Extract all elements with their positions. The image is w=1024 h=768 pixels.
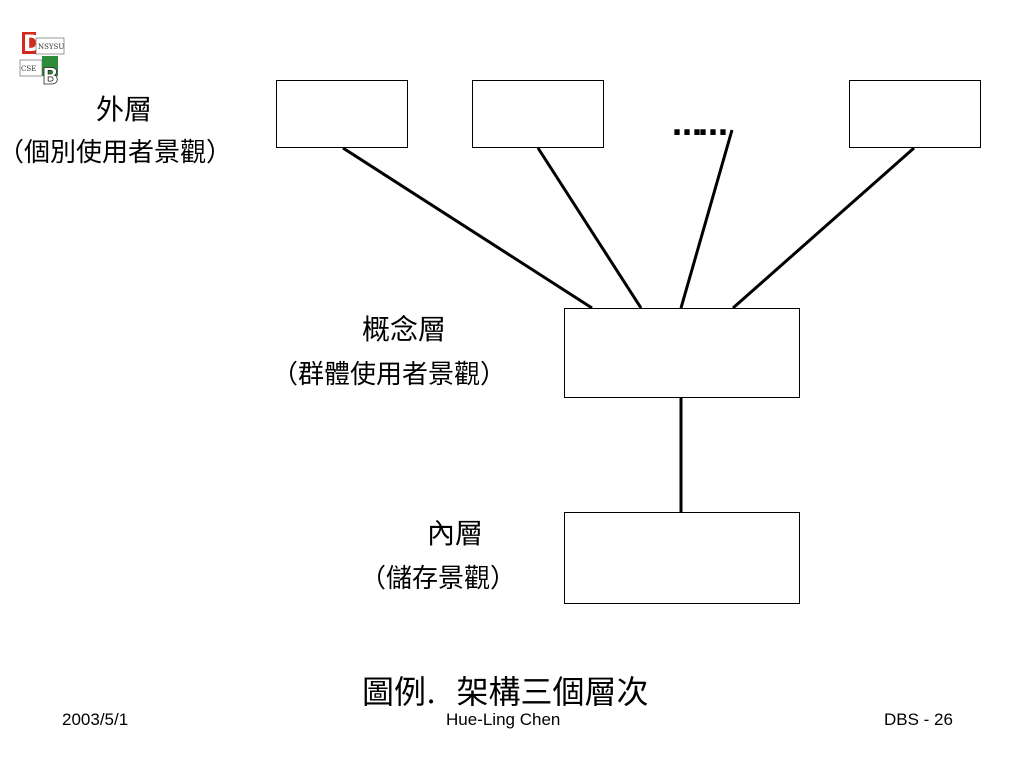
external-view-box-1 (276, 80, 408, 148)
logo-letter-b: B (42, 65, 59, 86)
external-view-box-n (849, 80, 981, 148)
connector-external4-to-conceptual (732, 146, 915, 310)
external-layer-title: 外層 (96, 93, 153, 126)
internal-layer-title: 內層 (427, 517, 484, 550)
internal-layer-subtitle: （儲存景觀） (360, 564, 517, 594)
internal-view-box (564, 512, 800, 604)
footer-page-number: DBS - 26 (884, 710, 953, 729)
external-view-box-2 (472, 80, 604, 148)
nsysu-cse-dbs-logo: D NSYSU CSE B (19, 32, 64, 86)
footer-author: Hue-Ling Chen (446, 710, 561, 729)
logo-text-nsysu: NSYSU (38, 43, 64, 51)
more-views-ellipsis: …… (672, 108, 728, 143)
connector-external2-to-conceptual (536, 147, 643, 309)
connector-ellipsis-to-conceptual (679, 129, 734, 309)
connector-external1-to-conceptual (342, 146, 593, 310)
figure-caption: 圖例. 架構三個層次 (362, 673, 649, 711)
external-layer-subtitle: （個別使用者景觀） (0, 138, 233, 168)
conceptual-layer-subtitle: （群體使用者景觀） (272, 360, 507, 390)
conceptual-view-box (564, 308, 800, 398)
logo-text-cse: CSE (21, 65, 36, 73)
conceptual-layer-title: 概念層 (362, 313, 447, 346)
footer-date: 2003/5/1 (62, 710, 129, 729)
